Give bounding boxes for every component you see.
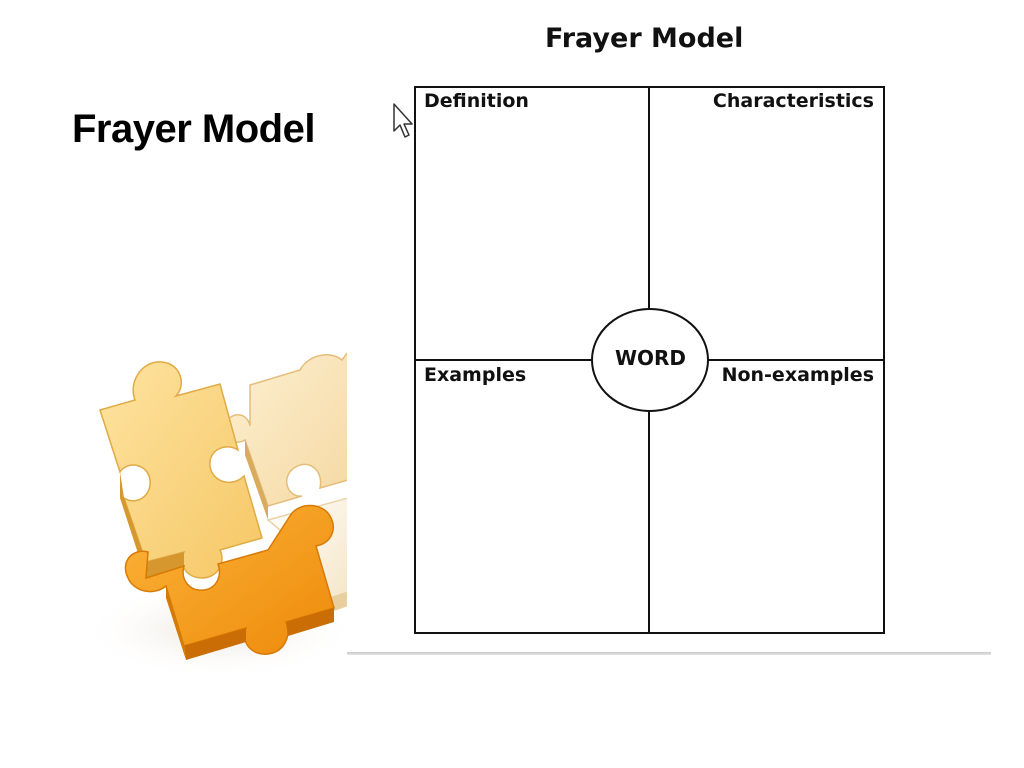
center-word-label: WORD: [614, 346, 687, 370]
mouse-pointer-icon: [393, 103, 413, 138]
quadrant-characteristics-label: Characteristics: [712, 90, 874, 112]
diagram-title: Frayer Model: [545, 23, 744, 54]
quadrant-non-examples-label: Non-examples: [721, 364, 874, 386]
word-circle: [591, 308, 709, 412]
slide-title: Frayer Model: [72, 107, 315, 151]
quadrant-examples-label: Examples: [424, 364, 527, 386]
puzzle-piece-yellow: [99, 361, 263, 579]
puzzle-pieces-image: [80, 350, 348, 680]
panel-divider: [347, 652, 991, 655]
frayer-model-grid: [414, 86, 885, 634]
quadrant-definition-label: Definition: [424, 90, 529, 112]
